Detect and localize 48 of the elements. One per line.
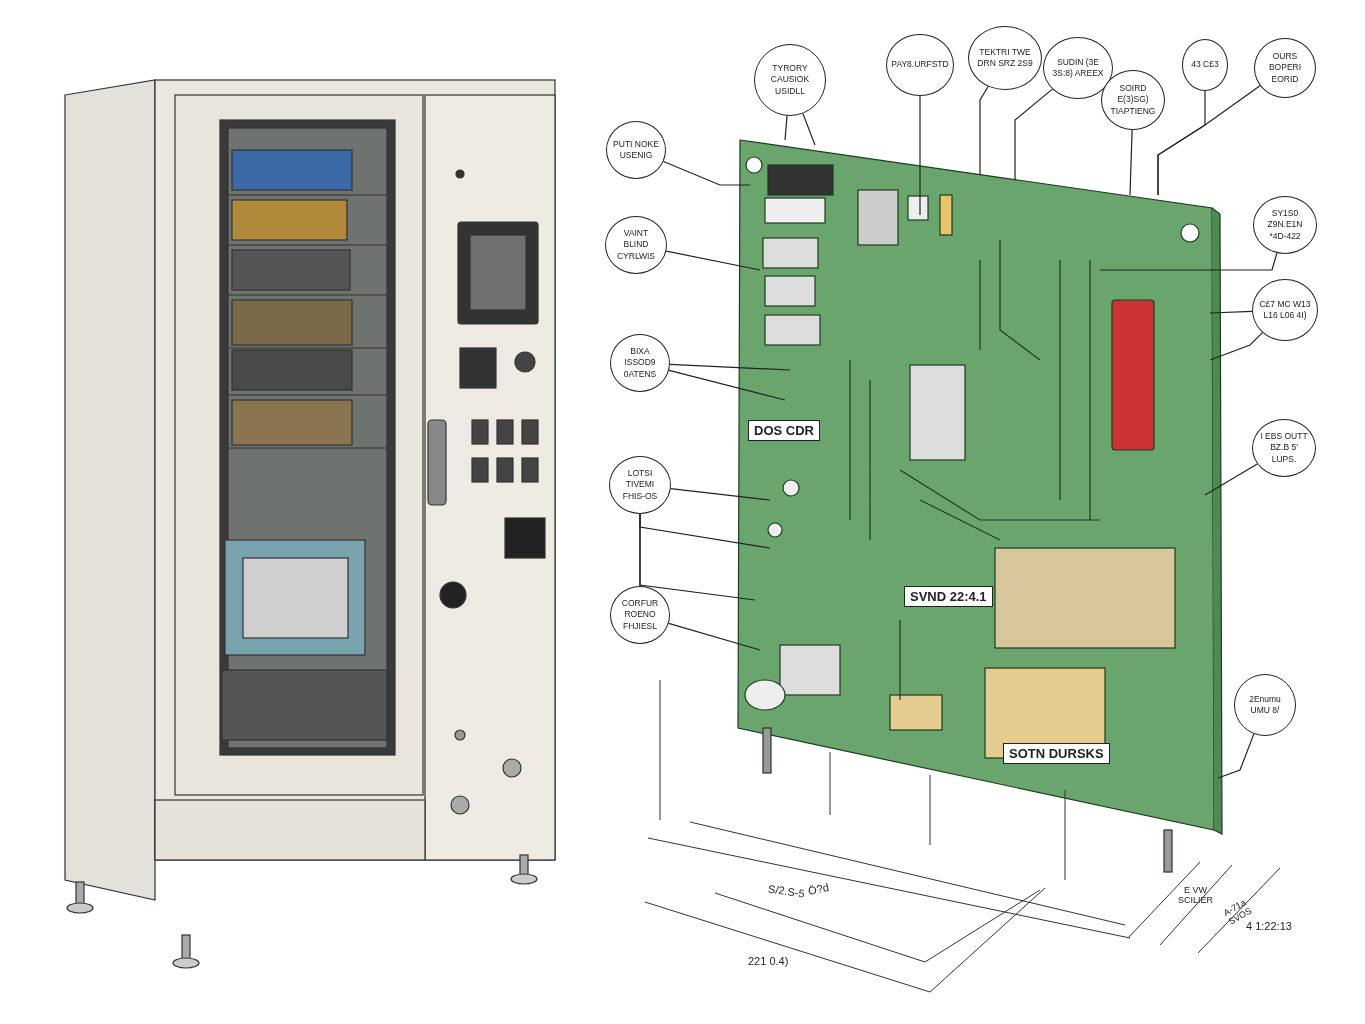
callout-text: BIXA ISSOD9 0ATENS (622, 346, 658, 380)
leader-line (802, 113, 816, 146)
leader-line (784, 115, 788, 141)
dimension-label: 221 0.4) (748, 955, 789, 967)
leader-line (919, 95, 921, 216)
callout-text: C£7 MC W13 L16 L06 4I) (1259, 298, 1311, 322)
leader-line (1204, 463, 1258, 496)
callout-text: SY1S0 Z9N.E1N *4D-422 (1266, 208, 1304, 242)
leader-line (1157, 85, 1261, 196)
callout-text: TEKTRI TWE DRN SRZ 2S9 (976, 46, 1034, 70)
callout-bubble (606, 121, 666, 179)
callout-text: CORFUR ROENO FHJIESL (620, 598, 660, 632)
component-label: SVND 22:4.1 (904, 586, 993, 607)
callout-text: OURS BOPERI EORID (1267, 51, 1303, 85)
dimension-label: Ö?d (807, 880, 830, 898)
leader-line (662, 160, 751, 186)
leader-line (1099, 252, 1278, 271)
callout-text: SUDIN (3E 3S:8) AREEX (1051, 56, 1105, 80)
leader-line (668, 622, 761, 651)
callout-bubble (610, 586, 670, 644)
callout-text: PAY8.URFSTD (891, 59, 949, 71)
callout-text: LOTSI TIVEMI FHIS-OS (621, 468, 659, 502)
leader-line (1209, 332, 1263, 361)
leader-line (668, 369, 786, 401)
leader-line (670, 488, 771, 501)
leader-line (1129, 129, 1133, 196)
dimension-label: S/2.S-5 (767, 882, 806, 900)
callout-bubble (1252, 419, 1316, 477)
leader-line (1014, 88, 1053, 181)
dimension-label: 4 1:22:13 (1246, 920, 1292, 932)
callout-text: SOIRD E(3)SG) TIAPTIENG (1109, 83, 1157, 117)
dimension-label: E VW SCILIER (1177, 885, 1214, 905)
leader-line (979, 85, 989, 176)
component-label: DOS CDR (748, 420, 820, 441)
callout-text: TYRORY CAUSIOK USIDLL (769, 63, 811, 97)
leader-line (669, 363, 791, 371)
component-label: SOTN DURSKS (1003, 743, 1110, 764)
callout-bubble (1254, 38, 1316, 98)
callout-text: VAINT BLIND CYRLWIS (615, 228, 657, 262)
leader-line (639, 513, 641, 587)
callout-bubble (1182, 39, 1228, 91)
callout-text: 43 C£3 (1191, 59, 1219, 71)
leader-line (1217, 733, 1255, 779)
leader-line (665, 250, 761, 271)
leader-line (1209, 310, 1253, 314)
callout-text: 2Enumu UMU 8/ (1248, 693, 1282, 717)
callout-text: I EBS OUTT BZ.B 5' LUPS. (1259, 431, 1309, 465)
callout-text: PUTI NOKE USENIG (613, 138, 659, 162)
